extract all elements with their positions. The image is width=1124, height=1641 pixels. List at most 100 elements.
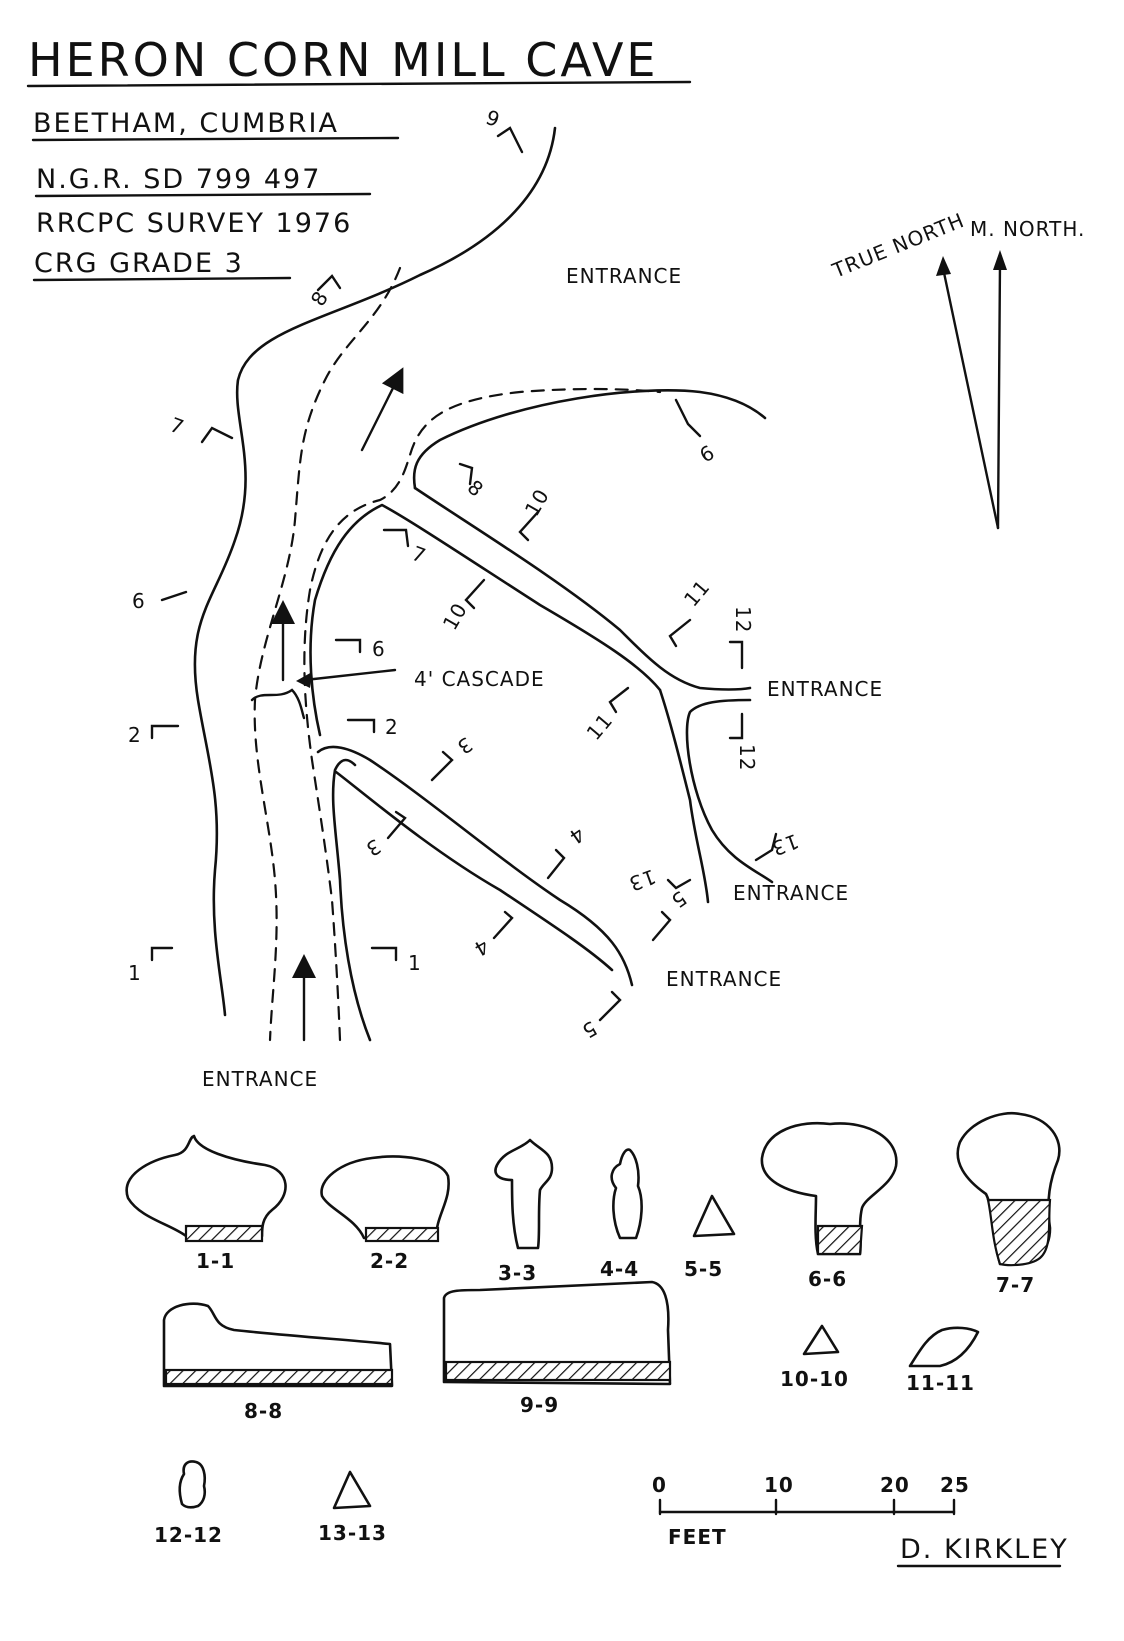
svg-text:11: 11 xyxy=(582,708,618,744)
svg-text:4: 4 xyxy=(469,934,493,962)
east-branch-lower-east-wall xyxy=(685,698,774,884)
svg-text:2: 2 xyxy=(385,715,399,739)
location-text: BEETHAM, CUMBRIA xyxy=(33,108,339,139)
svg-text:4-4: 4-4 xyxy=(600,1257,639,1281)
svg-text:6: 6 xyxy=(372,637,386,661)
cross-sections: 1-1 2-2 3-3 4-4 5-5 6-6 xyxy=(125,1111,1061,1547)
svg-text:3: 3 xyxy=(361,834,385,862)
svg-text:7: 7 xyxy=(409,541,430,568)
survey-text: RRCPC SURVEY 1976 xyxy=(36,208,352,239)
entrance-label-east: ENTRANCE xyxy=(767,677,883,701)
grade-text: CRG GRADE 3 xyxy=(34,248,244,279)
svg-text:9: 9 xyxy=(694,440,718,468)
svg-text:5-5: 5-5 xyxy=(684,1257,723,1281)
svg-text:13: 13 xyxy=(625,864,659,896)
north-arrows: TRUE NORTH M. NORTH. xyxy=(828,208,1085,530)
section-mark-8-east: 8 xyxy=(458,462,489,502)
section-mark-10-south: 10 xyxy=(438,578,486,634)
section-mark-7-west: 7 xyxy=(167,412,234,444)
section-mark-6-west: 6 xyxy=(132,589,188,613)
grid-ref-underline xyxy=(34,192,372,198)
magnetic-north-arrow xyxy=(996,260,1002,530)
section-5-5: 5-5 xyxy=(684,1194,736,1281)
section-mark-7-east: 7 xyxy=(382,528,430,568)
section-mark-12-south: 12 xyxy=(728,712,759,771)
svg-text:10: 10 xyxy=(438,598,473,634)
section-11-11: 11-11 xyxy=(906,1326,980,1395)
section-mark-13-east: 13 xyxy=(754,829,802,862)
section-mark-6-east: 6 xyxy=(334,637,386,661)
cascade-label: 4' CASCADE xyxy=(414,667,545,691)
section-mark-9-east: 9 xyxy=(674,398,718,468)
section-9-9: 9-9 xyxy=(442,1280,672,1417)
east-branch-lower-west-wall xyxy=(658,688,710,904)
section-13-13: 13-13 xyxy=(318,1470,386,1545)
scale-tick-0: 0 xyxy=(652,1473,667,1497)
svg-text:5: 5 xyxy=(577,1016,601,1044)
scale-tick-10: 10 xyxy=(764,1473,794,1497)
svg-text:4: 4 xyxy=(564,822,589,850)
lower-passage-north-wall xyxy=(316,745,634,987)
north-branch-wall xyxy=(412,389,767,490)
svg-text:12-12: 12-12 xyxy=(154,1523,223,1547)
svg-text:9-9: 9-9 xyxy=(520,1393,559,1417)
main-passage-west-wall xyxy=(193,126,557,1017)
author-name: D. KIRKLEY xyxy=(900,1534,1069,1565)
section-mark-1-west: 1 xyxy=(128,946,174,985)
section-mark-12-north: 12 xyxy=(728,606,755,670)
section-mark-3-north: 3 xyxy=(430,732,477,782)
section-10-10: 10-10 xyxy=(780,1324,848,1391)
entrance-label-southeast: ENTRANCE xyxy=(733,881,849,905)
cave-plan xyxy=(193,126,774,1042)
svg-text:8-8: 8-8 xyxy=(244,1399,283,1423)
svg-text:11-11: 11-11 xyxy=(906,1371,975,1395)
section-mark-11-south: 11 xyxy=(582,686,630,745)
entrance-label-south: ENTRANCE xyxy=(666,967,782,991)
section-2-2: 2-2 xyxy=(320,1155,450,1273)
entrance-label-north: ENTRANCE xyxy=(566,264,682,288)
svg-text:7-7: 7-7 xyxy=(996,1273,1035,1297)
section-mark-2-west: 2 xyxy=(128,723,180,747)
svg-text:13: 13 xyxy=(768,829,802,861)
section-mark-10-north: 10 xyxy=(518,484,555,542)
section-mark-4-north: 4 xyxy=(546,822,589,880)
section-mark-1-east: 1 xyxy=(370,946,421,975)
section-mark-5-north: 5 xyxy=(651,886,691,942)
section-4-4: 4-4 xyxy=(600,1148,643,1281)
section-1-1: 1-1 xyxy=(125,1134,287,1273)
svg-text:1-1: 1-1 xyxy=(196,1249,235,1273)
header: HERON CORN MILL CAVE BEETHAM, CUMBRIA N.… xyxy=(26,33,692,282)
svg-text:6: 6 xyxy=(132,589,146,613)
svg-text:12: 12 xyxy=(731,606,755,633)
svg-text:10: 10 xyxy=(520,484,555,520)
section-mark-8-west: 8 xyxy=(306,274,342,310)
scale-unit: FEET xyxy=(668,1525,727,1549)
svg-text:11: 11 xyxy=(679,575,715,611)
section-6-6: 6-6 xyxy=(760,1121,898,1291)
entrance-label-main: ENTRANCE xyxy=(202,1067,318,1091)
svg-text:8: 8 xyxy=(463,475,489,502)
svg-text:3: 3 xyxy=(452,732,477,760)
svg-text:6-6: 6-6 xyxy=(808,1267,847,1291)
svg-text:3-3: 3-3 xyxy=(498,1261,537,1285)
author-signature: D. KIRKLEY xyxy=(896,1534,1069,1568)
scale-tick-25: 25 xyxy=(940,1473,970,1497)
plan-labels: ENTRANCE ENTRANCE ENTRANCE ENTRANCE ENTR… xyxy=(202,264,883,1091)
section-3-3: 3-3 xyxy=(494,1138,554,1285)
true-north-arrow xyxy=(941,266,1000,530)
cascade-leader xyxy=(303,668,397,682)
cave-title: HERON CORN MILL CAVE xyxy=(28,33,659,87)
section-markers: 1 1 2 2 3 3 4 4 5 5 6 6 7 7 8 8 9 9 10 1… xyxy=(128,105,802,1044)
passage-upper-fork-lower-wall xyxy=(309,503,662,737)
stream-dashed-east xyxy=(303,387,662,1042)
scale-bar: 0 10 20 25 FEET xyxy=(652,1473,970,1549)
svg-text:2-2: 2-2 xyxy=(370,1249,409,1273)
east-branch-upper-wall xyxy=(413,486,752,691)
section-mark-4-south: 4 xyxy=(469,910,514,962)
magnetic-north-label: M. NORTH. xyxy=(970,217,1085,241)
svg-text:7: 7 xyxy=(167,412,188,439)
svg-text:1: 1 xyxy=(128,961,142,985)
section-mark-5-south: 5 xyxy=(577,990,622,1044)
section-mark-9-north: 9 xyxy=(483,105,524,154)
